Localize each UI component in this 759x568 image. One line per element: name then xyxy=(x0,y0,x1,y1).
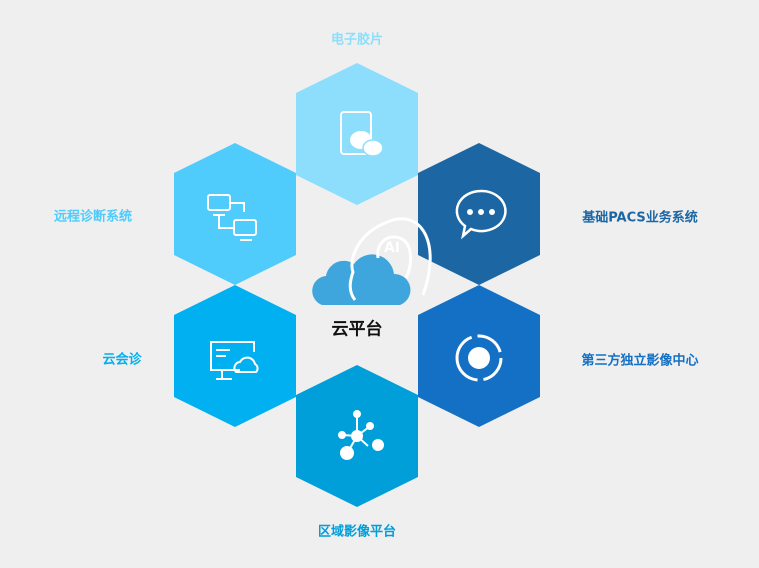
cloud-monitor-icon xyxy=(210,341,259,380)
hex-cloud-consultation[interactable] xyxy=(174,285,296,427)
cloud-ai-logo: AI xyxy=(312,217,432,305)
hex-remote-diagnosis[interactable] xyxy=(174,143,296,285)
hex-third-party-imaging[interactable] xyxy=(418,285,540,427)
molecule-network-icon xyxy=(338,410,384,460)
network-computers-icon xyxy=(207,194,257,241)
label-basic-pacs: 基础PACS业务系统 xyxy=(582,210,698,226)
hex-electronic-film[interactable] xyxy=(296,63,418,205)
center-label: 云平台 xyxy=(331,319,383,340)
head-outline-icon xyxy=(348,217,432,301)
ai-text: AI xyxy=(384,240,400,256)
hex-regional-imaging[interactable] xyxy=(296,365,418,507)
phone-wechat-icon xyxy=(340,111,384,157)
label-third-party-imaging: 第三方独立影像中心 xyxy=(581,353,699,369)
label-regional-imaging: 区域影像平台 xyxy=(317,524,397,540)
cloud-icon xyxy=(312,254,411,305)
label-remote-diagnosis: 远程诊断系统 xyxy=(53,209,133,225)
ring-icon xyxy=(455,334,503,382)
label-cloud-consultation: 云会诊 xyxy=(102,352,142,368)
chat-bubble-icon xyxy=(455,189,507,240)
label-electronic-film: 电子胶片 xyxy=(330,32,384,48)
hex-basic-pacs[interactable] xyxy=(418,143,540,285)
